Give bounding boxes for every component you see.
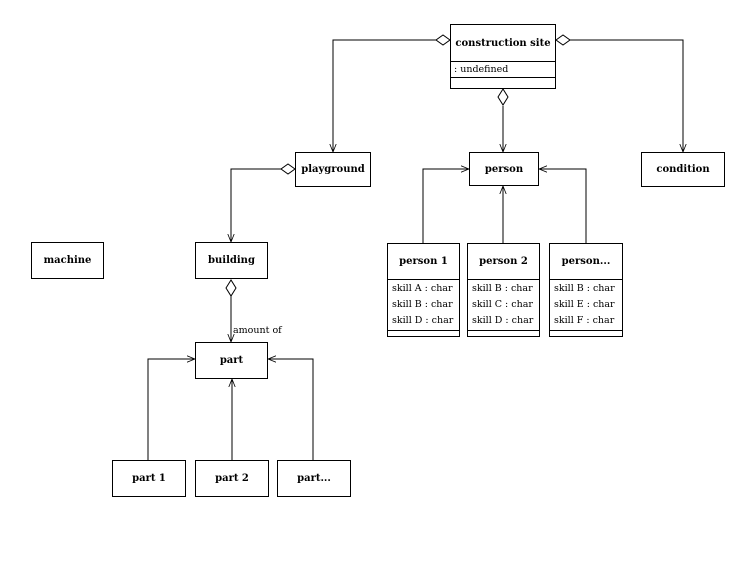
aggregation-diamond-site-condition bbox=[555, 34, 571, 46]
class-name: construction site bbox=[455, 37, 551, 49]
class-attribute: skill C : char bbox=[472, 299, 533, 310]
class-attribute: skill B : char bbox=[554, 283, 615, 294]
class-name: machine bbox=[43, 255, 92, 266]
class-attribute: skill B : char bbox=[472, 283, 533, 294]
class-part-n[interactable]: part... bbox=[277, 460, 351, 497]
class-name: part bbox=[219, 355, 244, 366]
class-attribute: skill D : char bbox=[472, 315, 534, 326]
connector-site-playground bbox=[333, 39, 436, 152]
class-name: part... bbox=[297, 473, 331, 484]
class-construction-site[interactable]: construction site : undefined bbox=[450, 24, 556, 89]
class-name: person 1 bbox=[399, 256, 448, 267]
class-name: person bbox=[484, 163, 524, 175]
class-person-2[interactable]: person 2 skill B : char skill C : char s… bbox=[467, 243, 540, 337]
connector-person1-person bbox=[422, 169, 469, 243]
class-attribute: skill A : char bbox=[392, 283, 453, 294]
class-name: part 2 bbox=[215, 473, 249, 484]
class-part-2[interactable]: part 2 bbox=[195, 460, 269, 497]
class-attribute: skill B : char bbox=[392, 299, 453, 310]
class-attribute: skill F : char bbox=[554, 315, 615, 326]
aggregation-diamond-site-playground bbox=[435, 34, 451, 46]
class-name: playground bbox=[301, 164, 365, 175]
class-name: part 1 bbox=[132, 473, 166, 484]
class-name: person 2 bbox=[479, 256, 528, 267]
connector-site-condition bbox=[570, 39, 683, 152]
class-machine[interactable]: machine bbox=[31, 242, 104, 279]
class-person-1[interactable]: person 1 skill A : char skill B : char s… bbox=[387, 243, 460, 337]
class-person-n[interactable]: person... skill B : char skill E : char … bbox=[549, 243, 623, 337]
class-playground[interactable]: playground bbox=[295, 152, 371, 187]
aggregation-diamond-site-person bbox=[497, 88, 509, 106]
class-person[interactable]: person bbox=[469, 152, 539, 186]
aggregation-diamond-playground-building bbox=[280, 163, 296, 175]
class-attribute: : undefined bbox=[454, 64, 509, 75]
class-attribute: skill D : char bbox=[392, 315, 454, 326]
association-label-amount-of: amount of bbox=[233, 325, 282, 336]
class-part[interactable]: part bbox=[195, 342, 268, 379]
connector-partn-part bbox=[268, 359, 314, 460]
class-name: person... bbox=[561, 256, 611, 267]
connector-personn-person bbox=[539, 169, 587, 243]
class-name: building bbox=[208, 255, 255, 266]
connector-playground-building bbox=[231, 168, 281, 242]
class-condition[interactable]: condition bbox=[641, 152, 725, 187]
connector-part1-part bbox=[147, 359, 195, 460]
class-part-1[interactable]: part 1 bbox=[112, 460, 186, 497]
class-building[interactable]: building bbox=[195, 242, 268, 279]
aggregation-diamond-building-part bbox=[225, 279, 237, 297]
class-attribute: skill E : char bbox=[554, 299, 615, 310]
class-name: condition bbox=[656, 164, 710, 175]
